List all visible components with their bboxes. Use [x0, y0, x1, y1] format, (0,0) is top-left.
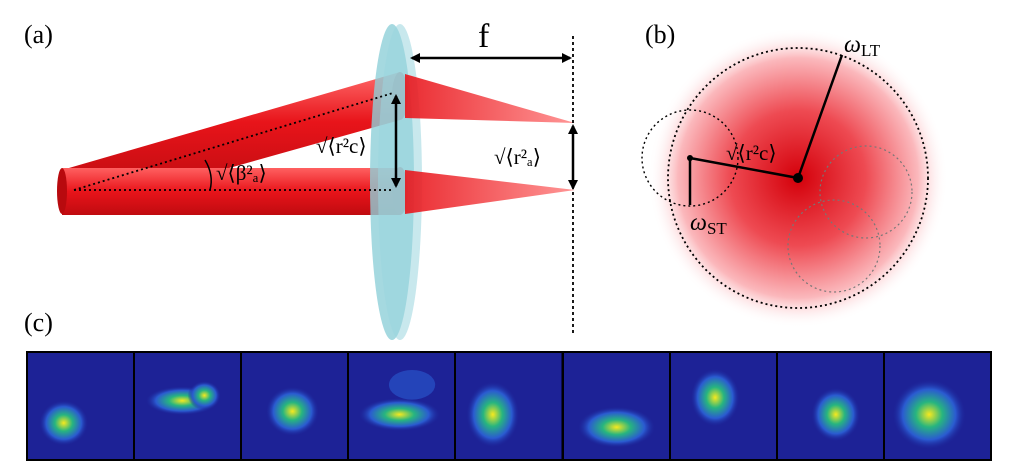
- frame-3: [242, 353, 350, 459]
- panel-label-b: (b): [645, 20, 676, 49]
- panel-label-c: (c): [24, 308, 53, 337]
- frame-1: [28, 353, 136, 459]
- upper-cone: [405, 74, 575, 123]
- long-term-label: ωLT: [844, 32, 881, 60]
- frame-8: [777, 353, 885, 459]
- frame-6: [563, 353, 671, 459]
- rc-label-b: √⟨r²c⟩: [726, 141, 777, 165]
- frame-7: [670, 353, 778, 459]
- frame-9: [884, 353, 990, 459]
- short-term-label: ωST: [690, 210, 727, 238]
- beta-label: √⟨β²ₐ⟩: [216, 161, 267, 185]
- angle-arc: [204, 159, 212, 191]
- short-term-circle-2: [819, 145, 913, 239]
- short-term-circle: [641, 109, 739, 207]
- focal-length-label: f: [478, 18, 490, 55]
- lower-cone: [405, 170, 575, 214]
- diagram-svg: √⟨β²ₐ⟩ √⟨r²c⟩ f √⟨r²ₐ⟩ ωLT ωST √⟨r²c⟩: [57, 18, 948, 340]
- frame-strip: [26, 351, 992, 461]
- frame-5: [456, 353, 564, 459]
- frame-2: [135, 353, 243, 459]
- rc-label-a: √⟨r²c⟩: [316, 134, 367, 158]
- ra-label: √⟨r²ₐ⟩: [494, 145, 541, 169]
- long-term-circle: [667, 47, 929, 309]
- beam-axis-upper: [73, 92, 394, 191]
- spot-diagram: [641, 28, 948, 328]
- frame-4: [349, 353, 457, 459]
- short-term-circle-3: [787, 199, 881, 293]
- panel-label-a: (a): [24, 20, 53, 49]
